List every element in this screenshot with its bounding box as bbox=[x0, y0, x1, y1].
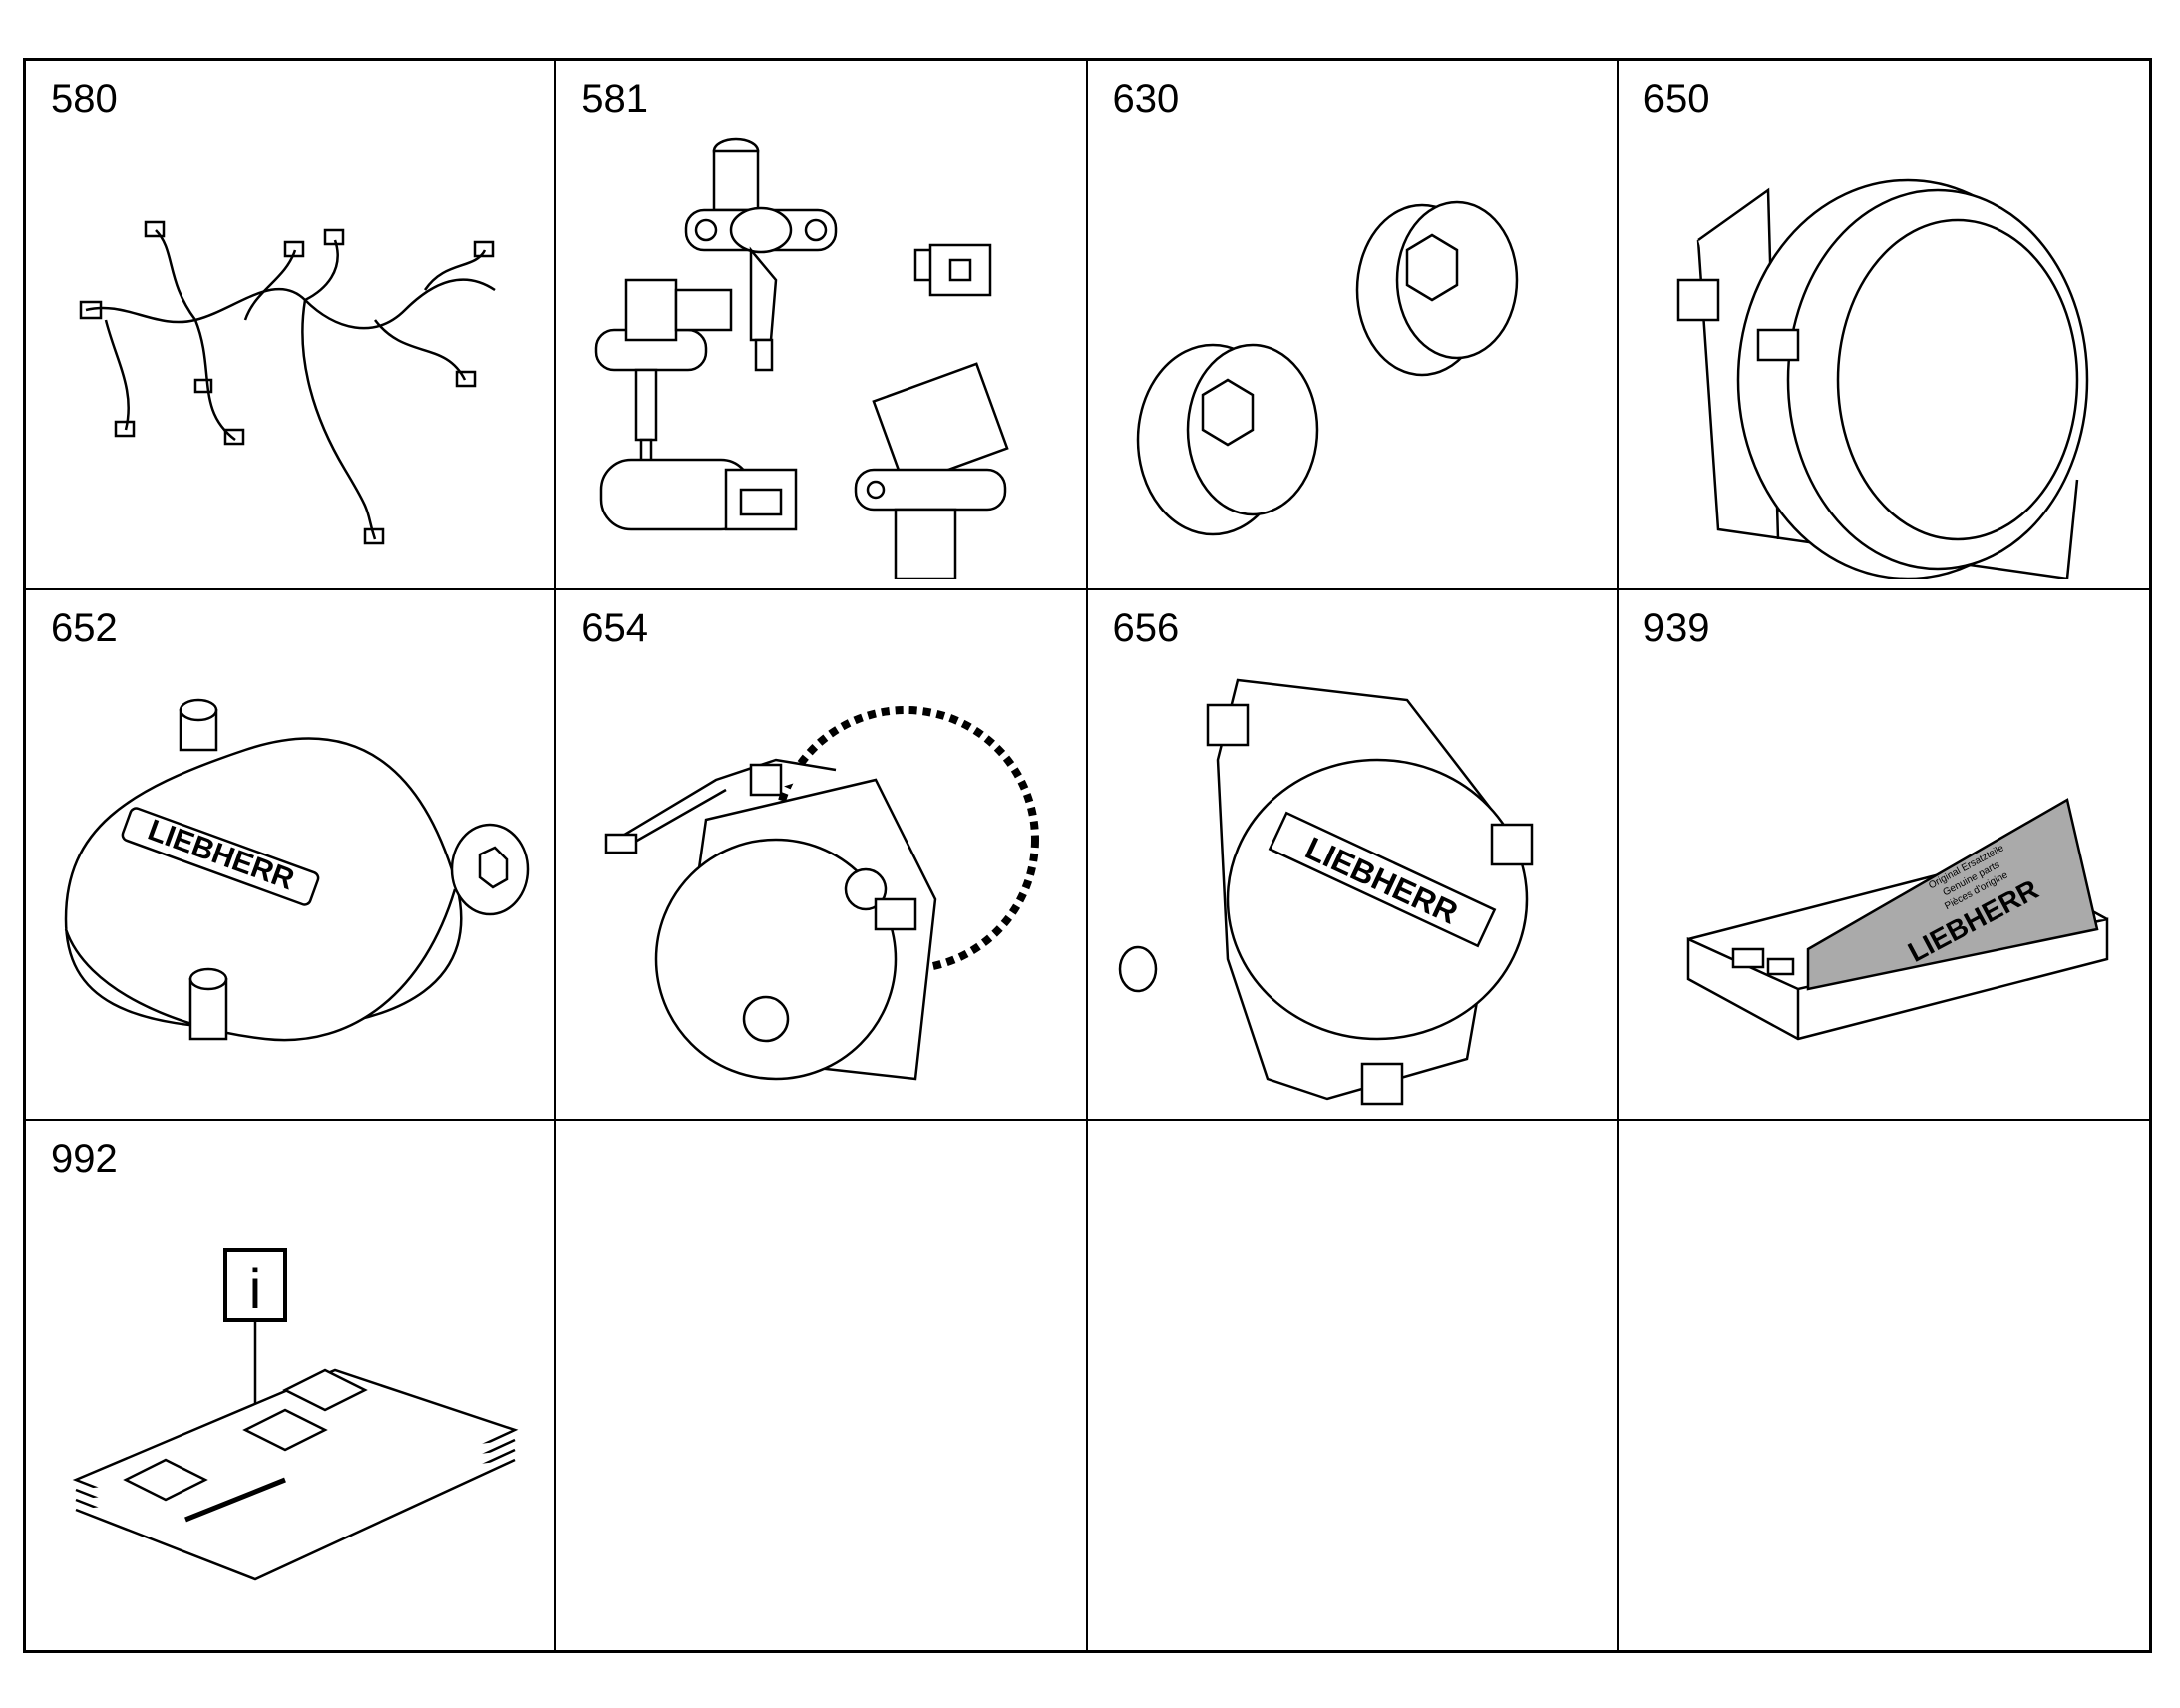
gear-pump-icon bbox=[605, 706, 1040, 1081]
cover-plate-icon: LIEBHERR bbox=[64, 699, 530, 1042]
item-number: 656 bbox=[1112, 606, 1180, 651]
item-number: 580 bbox=[51, 77, 118, 121]
item-number: 992 bbox=[51, 1136, 118, 1181]
item-number: 630 bbox=[1112, 77, 1180, 121]
empty-cell bbox=[556, 1120, 1088, 1650]
sensor-set-icon bbox=[595, 137, 1009, 579]
item-number: 654 bbox=[581, 606, 648, 651]
info-badge: i bbox=[249, 1257, 261, 1320]
parts-box-icon: LIEBHERR Original Ersatzteile Genuine pa… bbox=[1686, 798, 2108, 1041]
cell-630: 630 bbox=[1087, 61, 1619, 591]
documentation-icon: i bbox=[72, 1247, 519, 1581]
item-number: 581 bbox=[581, 77, 648, 121]
cell-580: 580 bbox=[26, 61, 557, 591]
cell-652: 652 LIEBHERR bbox=[26, 590, 557, 1121]
flywheel-housing-icon bbox=[1676, 178, 2088, 579]
flange-cover-icon: LIEBHERR bbox=[1118, 678, 1533, 1106]
cell-992: 992 i bbox=[26, 1120, 557, 1650]
item-number: 650 bbox=[1642, 77, 1710, 121]
screw-plug-pair-icon bbox=[1136, 200, 1518, 536]
item-number: 652 bbox=[51, 606, 118, 651]
cell-581: 581 bbox=[556, 61, 1088, 591]
item-number: 939 bbox=[1642, 606, 1710, 651]
cell-656: 656 LIEBHERR bbox=[1087, 590, 1619, 1121]
cell-939: 939 LIEBHERR Original Ersatzteile Genuin… bbox=[1618, 590, 2149, 1121]
cell-650: 650 bbox=[1618, 61, 2149, 591]
empty-cell bbox=[1619, 1121, 2149, 1650]
empty-cell bbox=[1088, 1120, 1619, 1650]
wire-harness-icon bbox=[79, 220, 496, 545]
cell-654: 654 bbox=[556, 590, 1088, 1121]
parts-grid: 580 581 bbox=[23, 58, 2152, 1653]
